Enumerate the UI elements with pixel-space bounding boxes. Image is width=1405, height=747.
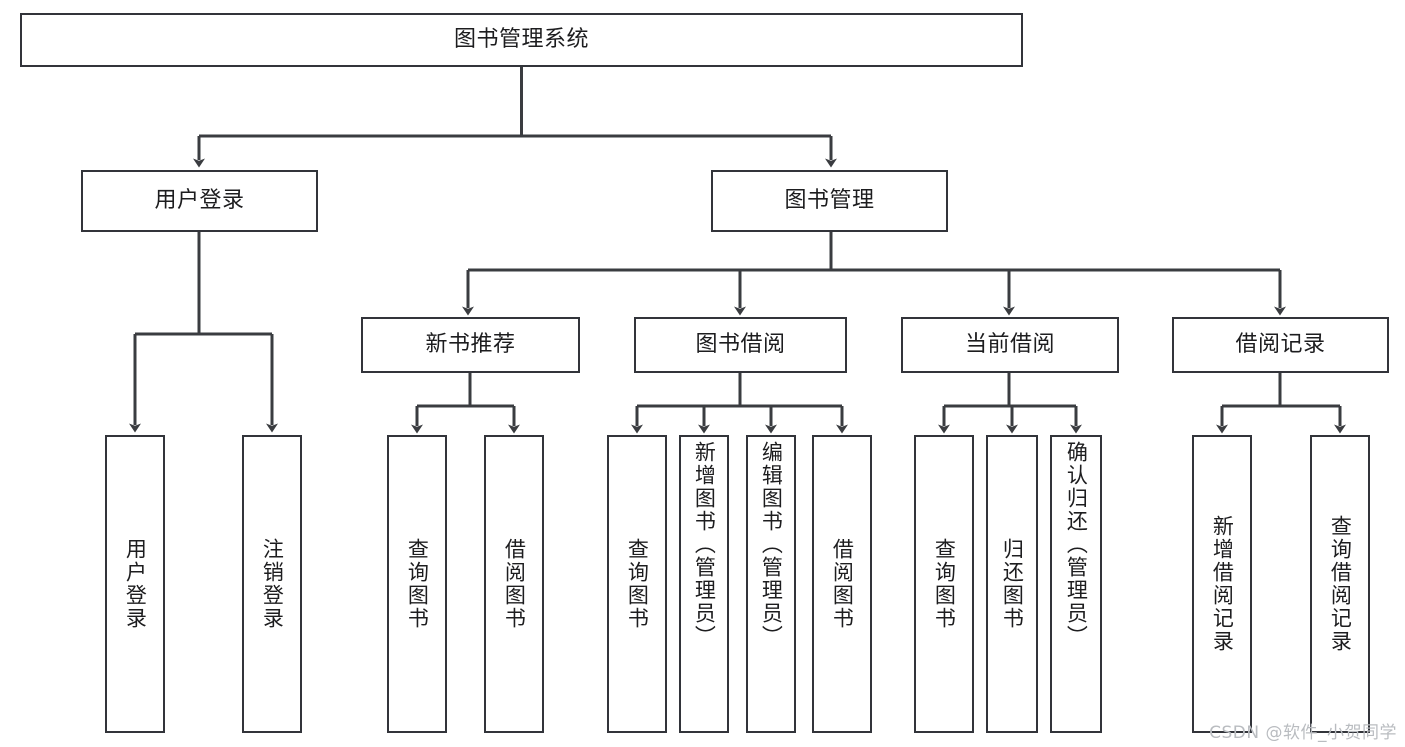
leaf-query-borrow-record[interactable]: 查询借阅记录	[1310, 435, 1370, 733]
node-label: 借阅图书	[502, 538, 527, 630]
leaf-query-book-bb[interactable]: 查询图书	[607, 435, 667, 733]
node-label: 查询借阅记录	[1328, 515, 1353, 653]
node-label: 查询图书	[405, 538, 430, 630]
node-label: 图书管理系统	[453, 27, 589, 52]
node-label: 编辑图书（管理员）	[759, 441, 784, 648]
leaf-add-book-admin[interactable]: 新增图书（管理员）	[679, 435, 729, 733]
node-new-book-recommend[interactable]: 新书推荐	[361, 317, 580, 373]
node-label: 借阅图书	[830, 538, 855, 630]
node-borrow-record[interactable]: 借阅记录	[1172, 317, 1389, 373]
node-root-system[interactable]: 图书管理系统	[20, 13, 1023, 67]
node-label: 当前借阅	[964, 332, 1055, 357]
node-label: 借阅记录	[1235, 332, 1326, 357]
node-label: 查询图书	[625, 538, 650, 630]
node-label: 查询图书	[932, 538, 957, 630]
node-user-login[interactable]: 用户登录	[81, 170, 318, 232]
node-label: 新增图书（管理员）	[692, 441, 717, 648]
node-label: 归还图书	[1000, 538, 1025, 630]
node-label: 新书推荐	[425, 332, 516, 357]
node-label: 确认归还（管理员）	[1064, 441, 1089, 648]
node-label: 新增借阅记录	[1210, 515, 1235, 653]
node-label: 用户登录	[123, 538, 148, 630]
leaf-logout[interactable]: 注销登录	[242, 435, 302, 733]
node-label: 图书管理	[784, 188, 875, 213]
node-label: 用户登录	[154, 188, 245, 213]
node-book-management[interactable]: 图书管理	[711, 170, 948, 232]
leaf-borrow-book-bb[interactable]: 借阅图书	[812, 435, 872, 733]
node-label: 图书借阅	[695, 332, 786, 357]
node-book-borrow[interactable]: 图书借阅	[634, 317, 847, 373]
leaf-query-book-nbr[interactable]: 查询图书	[387, 435, 447, 733]
leaf-edit-book-admin[interactable]: 编辑图书（管理员）	[746, 435, 796, 733]
leaf-user-login[interactable]: 用户登录	[105, 435, 165, 733]
leaf-query-book-cb[interactable]: 查询图书	[914, 435, 974, 733]
node-current-borrow[interactable]: 当前借阅	[901, 317, 1119, 373]
leaf-return-book[interactable]: 归还图书	[986, 435, 1038, 733]
leaf-confirm-return-admin[interactable]: 确认归还（管理员）	[1050, 435, 1102, 733]
leaf-add-borrow-record[interactable]: 新增借阅记录	[1192, 435, 1252, 733]
leaf-borrow-book-nbr[interactable]: 借阅图书	[484, 435, 544, 733]
node-label: 注销登录	[260, 538, 285, 630]
